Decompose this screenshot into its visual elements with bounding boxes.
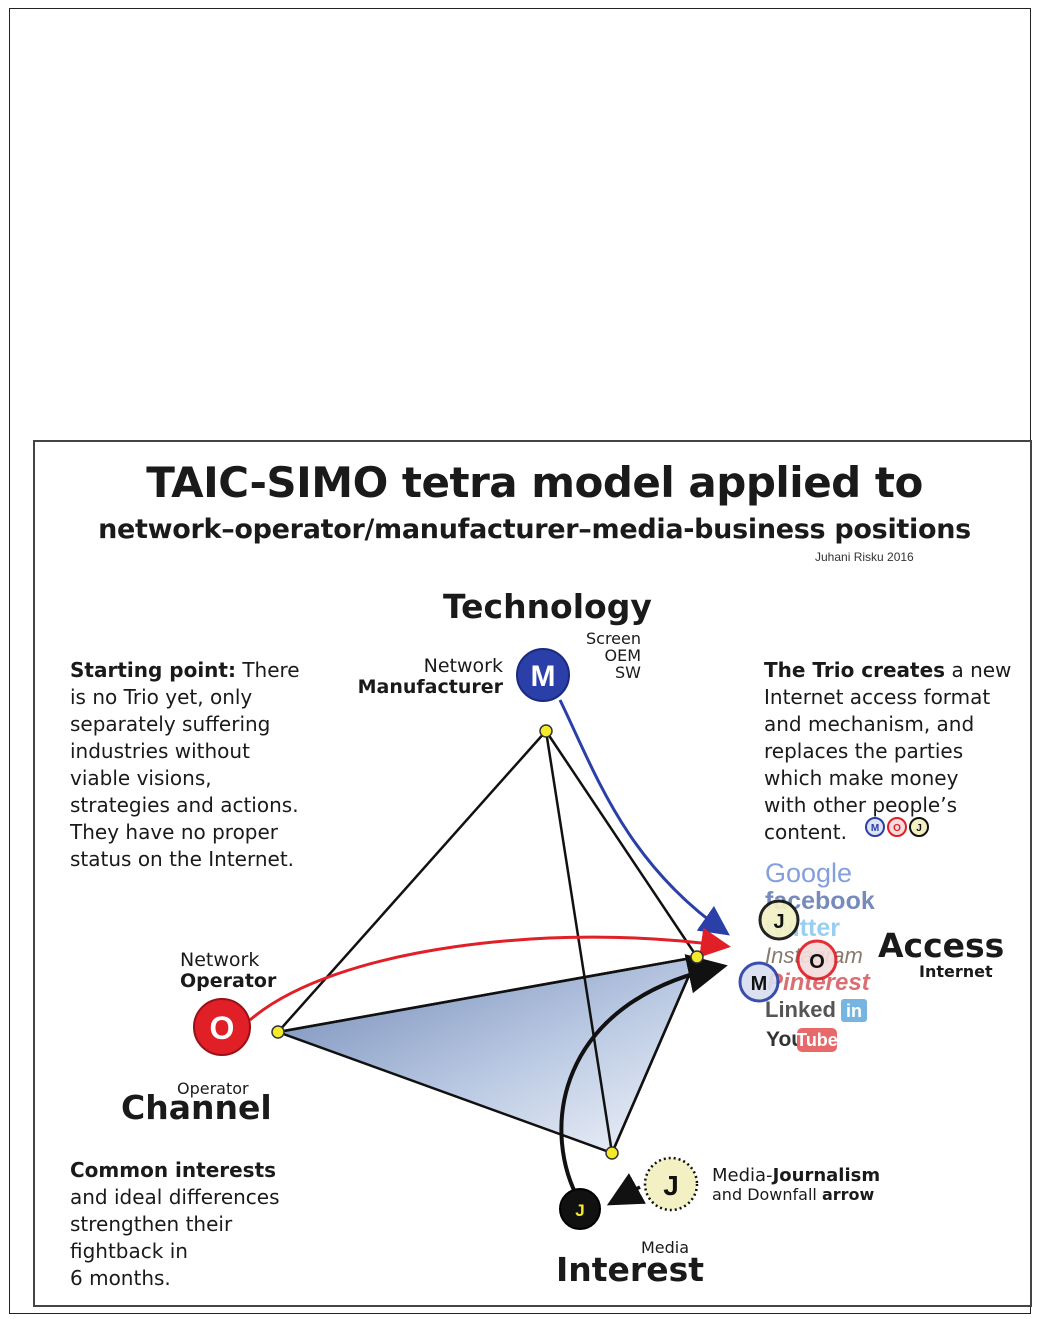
edge-top-interest <box>544 730 614 1154</box>
vertex-access-title: Access <box>878 926 1005 965</box>
note-line: status on the Internet. <box>70 847 295 871</box>
brand-youtube-you: You <box>766 1028 804 1051</box>
vertex-channel-sub: Operator <box>177 1079 249 1098</box>
manufacturer-label: Network Manufacturer <box>355 656 503 698</box>
trio-heading: The Trio creates <box>764 658 946 682</box>
brand-youtube-tube: Tube <box>796 1030 838 1050</box>
starting-point-heading: Starting point: <box>70 658 236 682</box>
journalism-label2-bold: arrow <box>821 1185 875 1204</box>
note-line: They have no proper <box>70 820 279 844</box>
trio-icon-o-letter: O <box>893 823 901 834</box>
note-line: 6 months. <box>70 1266 171 1290</box>
vertex-interest-title: Interest <box>556 1250 705 1289</box>
trio-icon-o <box>887 817 907 837</box>
trio-icon-j-letter: J <box>916 823 922 834</box>
vertex-dot-technology <box>539 724 553 738</box>
vertex-technology-title: Technology <box>443 587 652 626</box>
common-interests-note: Common interests and ideal differences s… <box>70 1157 330 1292</box>
journalism-label-bold: Journalism <box>772 1165 881 1186</box>
note-line: There <box>242 658 300 682</box>
note-line: and mechanism, and <box>764 712 975 736</box>
technology-sub-screen: Screen <box>585 629 641 648</box>
note-line: strategies and actions. <box>70 793 299 817</box>
media-dark-letter: J <box>575 1201 584 1220</box>
trio-icon-m <box>865 817 885 837</box>
starting-point-note: Starting point: There is no Trio yet, on… <box>70 657 330 873</box>
manufacturer-circle <box>516 648 570 702</box>
note-line: replaces the parties <box>764 739 964 763</box>
trio-icon-j <box>909 817 929 837</box>
operator-arrow <box>249 927 731 1022</box>
diagram-panel: TAIC-SIMO tetra model applied to network… <box>33 440 1032 1307</box>
note-line: fightback in <box>70 1239 188 1263</box>
operator-label-top: Network <box>180 949 260 971</box>
vertex-dot-access <box>690 950 704 964</box>
brand-linkedin-box <box>841 999 867 1022</box>
trio-icon-m-letter: M <box>871 823 879 834</box>
media-dark-circle <box>559 1188 601 1230</box>
vertex-channel-title: Channel <box>121 1088 272 1127</box>
trio-note: The Trio creates a new Internet access f… <box>764 657 1024 846</box>
access-circle-m <box>738 961 780 1003</box>
journalism-label-prefix: Media- <box>712 1165 773 1186</box>
diagram-title: TAIC-SIMO tetra model applied to <box>146 458 923 507</box>
operator-label: Network Operator <box>180 950 276 992</box>
note-line: strengthen their <box>70 1212 233 1236</box>
edge-top-channel <box>277 730 547 1033</box>
tetrahedron-diagram: M O J J M O J Google facebook twitter In… <box>193 648 929 1230</box>
journalism-label2-plain: and Downfall <box>712 1185 822 1204</box>
author-credit: Juhani Risku 2016 <box>815 550 914 564</box>
operator-label-bottom: Operator <box>180 970 277 992</box>
vertex-access-sub: Internet <box>919 962 993 981</box>
note-line: is no Trio yet, only <box>70 685 253 709</box>
diagram-subtitle: network–operator/manufacturer–media-busi… <box>98 514 971 545</box>
note-line: industries without <box>70 739 250 763</box>
manufacturer-label-bottom: Manufacturer <box>357 676 503 698</box>
journalism-letter: J <box>663 1170 679 1201</box>
access-circle-m-letter: M <box>751 973 768 995</box>
journalism-circle <box>643 1156 699 1212</box>
note-line: which make money <box>764 766 959 790</box>
manufacturer-arrow <box>558 699 730 936</box>
technology-sub-sw: SW <box>615 663 641 682</box>
vertex-dot-interest <box>605 1146 619 1160</box>
edge-channel-access <box>277 955 698 1034</box>
edge-access-interest <box>610 956 699 1154</box>
note-line: with other people’s <box>764 793 957 817</box>
note-line: separately suffering <box>70 712 271 736</box>
operator-circle <box>193 998 251 1056</box>
note-line: content. <box>764 820 847 844</box>
manufacturer-label-top: Network <box>423 655 503 677</box>
access-circle-o <box>796 939 838 981</box>
brand-linkedin-text: Linked <box>765 997 836 1022</box>
access-circle-o-letter: O <box>809 951 825 973</box>
base-plane <box>273 955 700 1155</box>
technology-sub-labels: Screen OEM SW <box>583 630 641 681</box>
journalism-label: Media-Journalism and Downfall arrow <box>712 1166 880 1204</box>
brand-youtube-box <box>797 1028 837 1052</box>
note-line: Internet access format <box>764 685 991 709</box>
manufacturer-letter: M <box>531 660 556 693</box>
note-line: and ideal differences <box>70 1185 280 1209</box>
technology-sub-oem: OEM <box>604 646 641 665</box>
downfall-arrow <box>559 954 728 1203</box>
edge-top-access <box>544 730 699 958</box>
access-circle-j-letter: J <box>773 911 784 933</box>
access-circle-j <box>758 899 800 941</box>
brand-linkedin-in: in <box>846 1001 862 1021</box>
note-line: viable visions, <box>70 766 212 790</box>
vertex-dot-channel <box>271 1025 285 1039</box>
note-line: a new <box>951 658 1012 682</box>
operator-letter: O <box>210 1010 235 1046</box>
brand-google: Google <box>765 858 852 888</box>
journalism-arrow <box>606 1173 646 1206</box>
vertex-interest-sub: Media <box>641 1238 690 1257</box>
common-interests-heading: Common interests <box>70 1158 277 1182</box>
